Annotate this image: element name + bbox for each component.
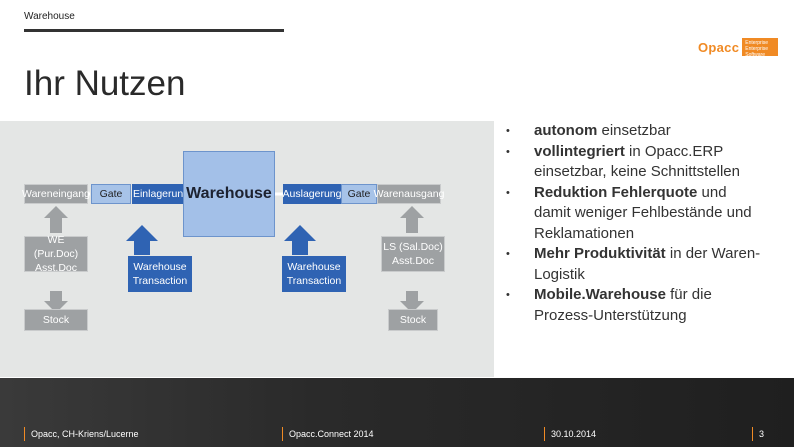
warenausgang-box: Warenausgang: [374, 184, 444, 204]
bullet-dot: •: [506, 289, 510, 301]
footer-event: Opacc.Connect 2014: [282, 427, 374, 441]
we-doc-box: WE (Pur.Doc)Asst.Doc: [24, 234, 88, 274]
logo-word: Opacc: [698, 39, 740, 55]
stock-right-box: Stock: [388, 309, 438, 331]
bullet-dot: •: [506, 186, 510, 199]
footer-date: 30.10.2014: [544, 427, 596, 441]
bullet-dot: •: [506, 248, 510, 260]
benefit-item: •Mobile.Warehouse für die Prozess-Unters…: [506, 285, 766, 326]
logo-tagline: Enterprise Enterprise Software: [742, 38, 779, 58]
warehouse-box: Warehouse: [183, 151, 275, 237]
page-number: 3: [752, 427, 764, 441]
opacc-logo: Opacc Enterprise Enterprise Software: [698, 36, 779, 58]
header-rule: [24, 29, 284, 32]
bullet-dot: •: [506, 145, 510, 158]
gate-right-box: Gate: [341, 184, 377, 204]
stock-left-box: Stock: [24, 309, 88, 331]
benefit-item: •vollintegriert in Opacc.ERP einsetzbar,…: [506, 142, 766, 183]
gate-left-box: Gate: [91, 184, 131, 204]
footer-bar: Opacc, CH-Kriens/Lucerne Opacc.Connect 2…: [0, 378, 794, 447]
benefits-list: •autonom einsetzbar •vollintegriert in O…: [506, 121, 766, 326]
page-title: Ihr Nutzen: [24, 64, 186, 103]
wareneingang-box: Wareneingang: [22, 184, 90, 204]
warehouse-diagram: Wareneingang Gate Einlagerung Warehouse …: [0, 121, 494, 377]
einlagerung-box: Einlagerung: [132, 184, 190, 204]
benefit-item: •Mehr Produktivität in der Waren-Logisti…: [506, 244, 766, 285]
section-title: Warehouse: [24, 11, 75, 22]
ls-doc-box: LS (Sal.Doc)Asst.Doc: [381, 236, 445, 272]
bullet-dot: •: [506, 125, 510, 137]
benefit-item: •autonom einsetzbar: [506, 121, 766, 142]
benefit-item: •Reduktion Fehlerquote und damit weniger…: [506, 183, 766, 245]
footer-background-image: [0, 378, 794, 447]
footer-company: Opacc, CH-Kriens/Lucerne: [24, 427, 139, 441]
auslagerung-box: Auslagerung: [283, 184, 341, 204]
